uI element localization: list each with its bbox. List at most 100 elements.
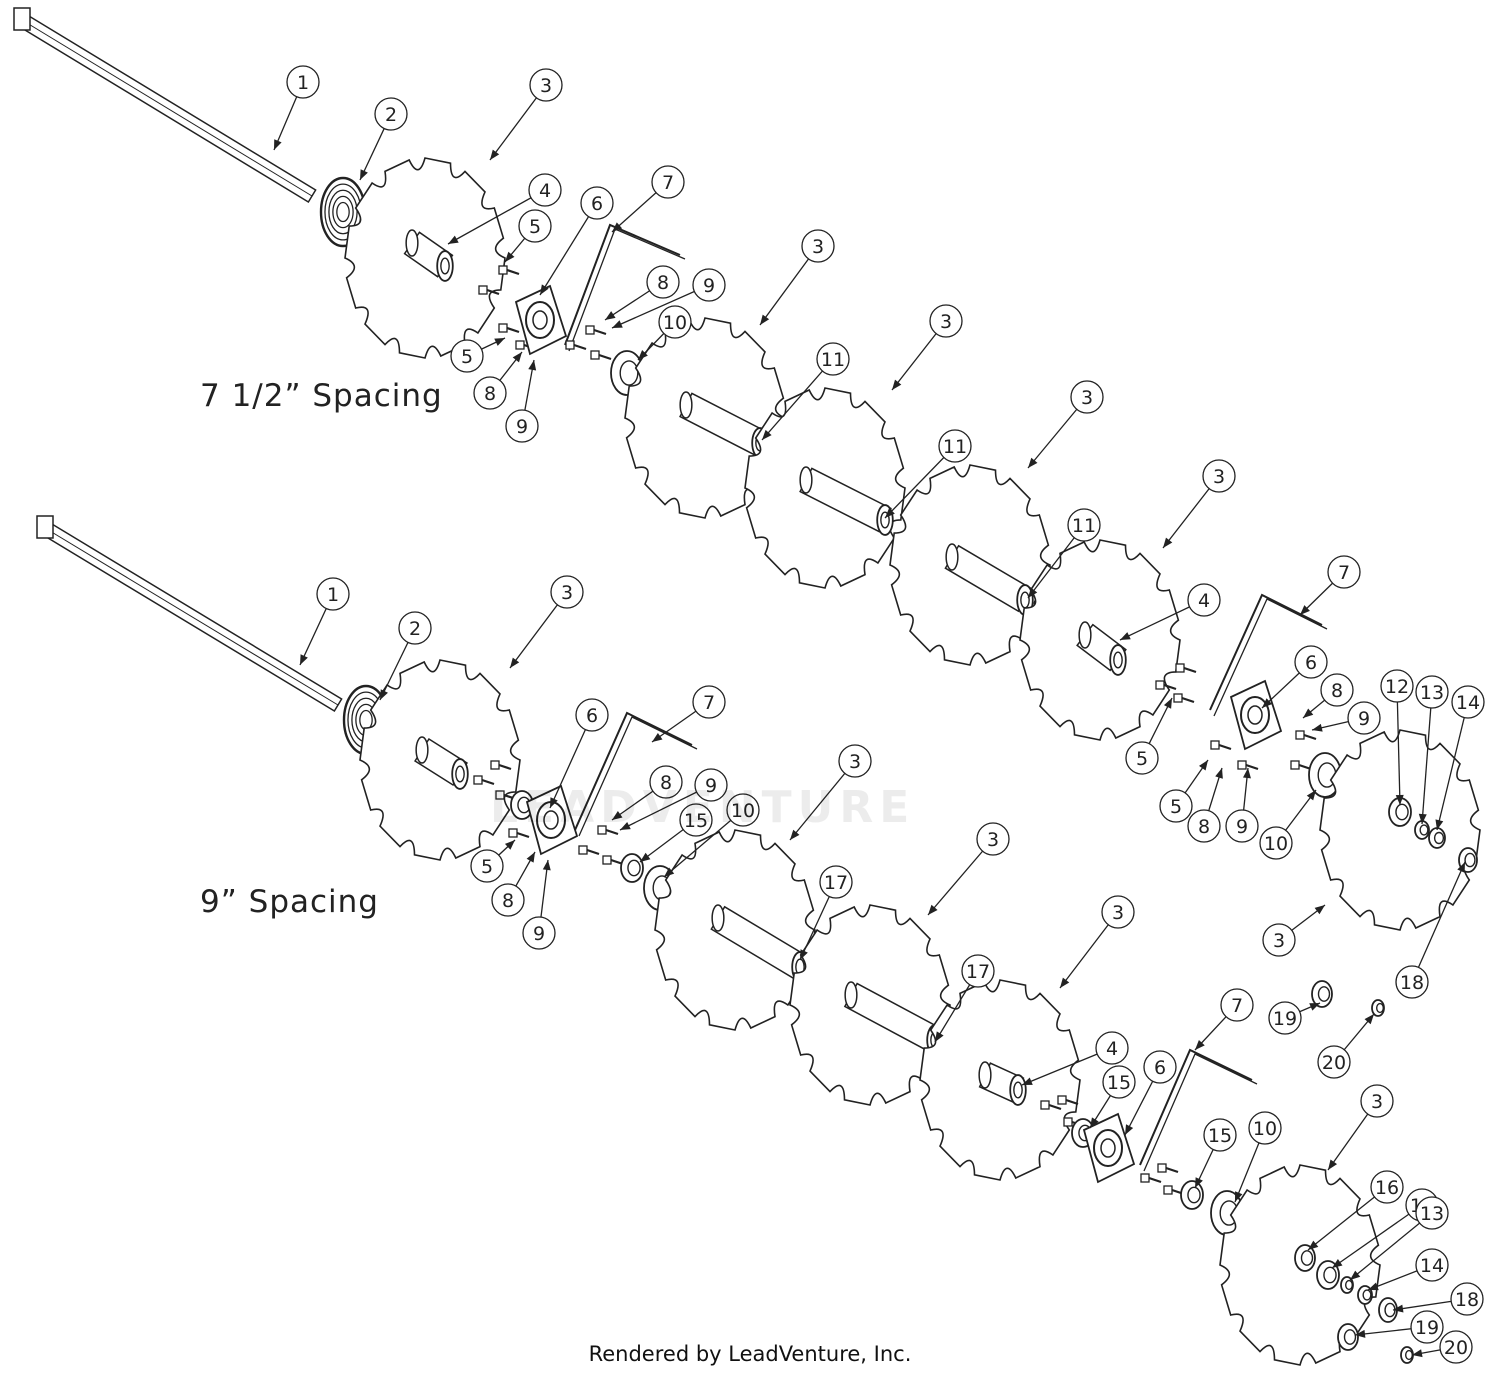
spacer-tube [944, 543, 1034, 616]
callout-circle [1202, 459, 1236, 493]
hex-shaft [13, 7, 317, 204]
callout-circle [1360, 1084, 1394, 1118]
bolt-head [515, 340, 525, 350]
callout-circle [1225, 809, 1259, 843]
tube-bore [1113, 651, 1123, 669]
callout-circle [1143, 1050, 1177, 1084]
bolt [1157, 1163, 1179, 1174]
callout-leader [539, 202, 598, 296]
bolt [1210, 740, 1232, 751]
callout-number: 3 [987, 829, 999, 851]
callout-arrow [760, 314, 770, 325]
callout-circle [929, 304, 963, 338]
bearing-flange [525, 784, 579, 856]
callout-number: 11 [943, 436, 967, 458]
bolt-head [1163, 1185, 1173, 1195]
callout-number: 19 [1415, 1317, 1439, 1339]
callout-circle [1262, 923, 1296, 957]
callout-arrow [1306, 790, 1316, 801]
callout-leader [761, 358, 834, 441]
callout-arrow [935, 1031, 944, 1042]
callout-number: 4 [1198, 590, 1210, 612]
callout-number: 5 [529, 216, 541, 238]
ring-inner [619, 360, 639, 386]
callout: 3 [759, 229, 835, 326]
ring-inner [627, 859, 641, 877]
bolt-head [1295, 730, 1305, 740]
callout-arrow [800, 949, 808, 960]
callout-number: 1 [327, 584, 339, 606]
callout-arrow [1314, 905, 1325, 915]
callout: 3 [1262, 904, 1326, 957]
shaft-edge [21, 19, 313, 197]
callout-arrow [542, 860, 551, 871]
callout-arrow [612, 810, 623, 820]
callout-number: 6 [586, 705, 598, 727]
bolt-shank [1303, 733, 1317, 741]
callout-arrow [885, 508, 895, 518]
bolt-head [1063, 1117, 1073, 1127]
callout-circle [575, 698, 609, 732]
flat-washer [1337, 1323, 1359, 1351]
callout-arrow [1028, 587, 1038, 598]
callout-arrow [274, 139, 282, 150]
callout-arrow [1195, 1039, 1205, 1050]
callout-circle [1410, 1310, 1444, 1344]
callout-number: 17 [966, 961, 990, 983]
callout: 6 [1261, 645, 1328, 709]
bolt-shank [506, 268, 520, 276]
callout-arrow [652, 732, 663, 742]
callout-circle [398, 611, 432, 645]
callout-number: 3 [561, 582, 573, 604]
callout-circle [1415, 1196, 1449, 1230]
callout: 1 [299, 577, 350, 666]
callout: 10 [1259, 789, 1317, 860]
spacer-tube [414, 736, 469, 790]
callout-number: 10 [663, 312, 687, 334]
bolt-head [565, 340, 575, 350]
callout-number: 7 [1338, 562, 1350, 584]
callout-arrow [1309, 1003, 1320, 1011]
callout-number: 14 [1456, 692, 1480, 714]
flange-bore [543, 810, 559, 830]
tube-end [405, 229, 419, 257]
bolt-head [473, 775, 483, 785]
bolt [590, 350, 612, 361]
bolt [585, 325, 607, 336]
callout-number: 7 [1231, 995, 1243, 1017]
callout-arrow [1308, 1240, 1319, 1250]
callout-number: 9 [516, 416, 528, 438]
callout: 20 [1411, 1330, 1473, 1364]
callout: 3 [927, 822, 1010, 916]
callout-arrow [1028, 457, 1038, 468]
callout: 7 [611, 165, 685, 233]
callout-number: 6 [1154, 1057, 1166, 1079]
callout-leader [1307, 1186, 1388, 1251]
arm-outer [574, 711, 693, 831]
bolt [597, 825, 619, 836]
callout-circle [679, 803, 713, 837]
tube-end [1078, 621, 1092, 649]
tube-flange [436, 250, 454, 282]
callout-number: 10 [731, 800, 755, 822]
callout-number: 10 [1264, 833, 1288, 855]
callout-leader [1396, 685, 1401, 806]
ring-inner [1362, 1289, 1372, 1301]
callout: 18 [1395, 861, 1466, 999]
callout-circle [694, 768, 728, 802]
callout-circle [1095, 1031, 1129, 1065]
callout-arrow [1355, 1329, 1366, 1338]
callout-arrow [526, 852, 535, 863]
bolt-shank [598, 353, 612, 361]
callout: 7 [1299, 555, 1361, 616]
callout: 20 [1317, 1013, 1375, 1079]
ring-outer [1428, 827, 1446, 849]
callout-arrow [1328, 1159, 1338, 1170]
callout: 5 [504, 209, 552, 263]
callout-circle [1187, 583, 1221, 617]
callout-arrow [512, 352, 522, 363]
bushing [620, 853, 644, 883]
arm-outer [564, 223, 681, 346]
callout: 2 [379, 611, 432, 701]
bolt-head [602, 855, 612, 865]
